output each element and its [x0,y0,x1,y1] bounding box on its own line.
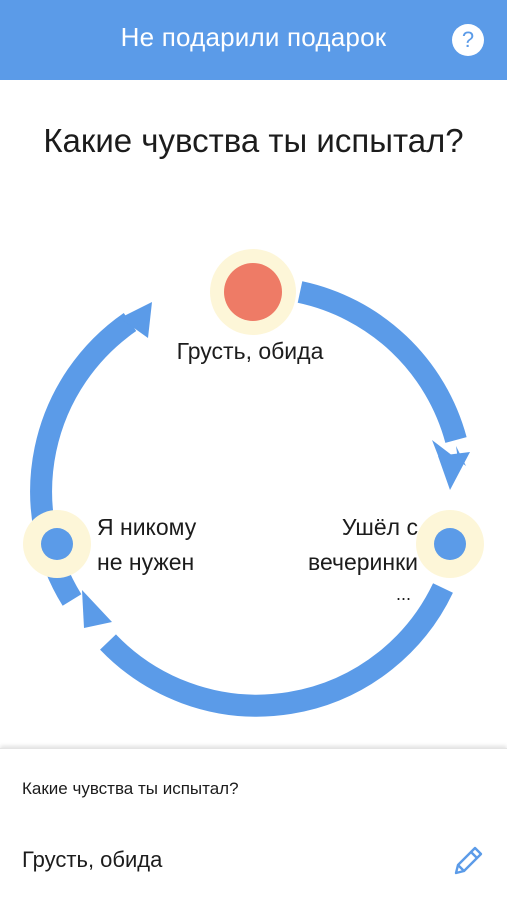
screen-title: Не подарили подарок [120,22,387,52]
node-dot-selected [224,263,282,321]
pencil-icon [454,846,483,875]
question-heading: Какие чувства ты испытал? [43,122,464,159]
arrowhead-top-left-icon [120,302,152,338]
node-left-label[interactable]: Я никому не нужен [97,510,227,580]
arrowhead-right-tip-icon [438,452,470,490]
answer-caption: Какие чувства ты испытал? [22,779,239,798]
node-right[interactable] [416,510,484,578]
answer-panel: Какие чувства ты испытал? Грусть, обида [0,748,507,900]
node-top[interactable] [210,249,296,335]
node-left[interactable] [23,510,91,578]
node-dot [41,528,73,560]
node-right-label-more: ... [396,584,412,604]
node-left-label-line2: не нужен [97,549,195,575]
top-app-bar: Не подарили подарок ? [0,0,507,80]
arc-right-to-left [100,583,453,717]
node-left-label-line1: Я никому [97,514,197,540]
node-right-label-line1: Ушёл с [341,514,418,540]
node-top-label[interactable]: Грусть, обида [176,338,324,364]
edit-button[interactable] [448,841,488,881]
node-dot [434,528,466,560]
question-mark-icon: ? [461,27,475,52]
node-right-label[interactable]: Ушёл с вечеринки [268,510,418,580]
node-right-label-line2: вечеринки [307,549,418,575]
arrowhead-bottom-left-icon [82,590,112,628]
answer-value: Грусть, обида [22,847,163,872]
help-button[interactable]: ? [452,24,484,56]
arc-top-to-right [297,281,467,443]
